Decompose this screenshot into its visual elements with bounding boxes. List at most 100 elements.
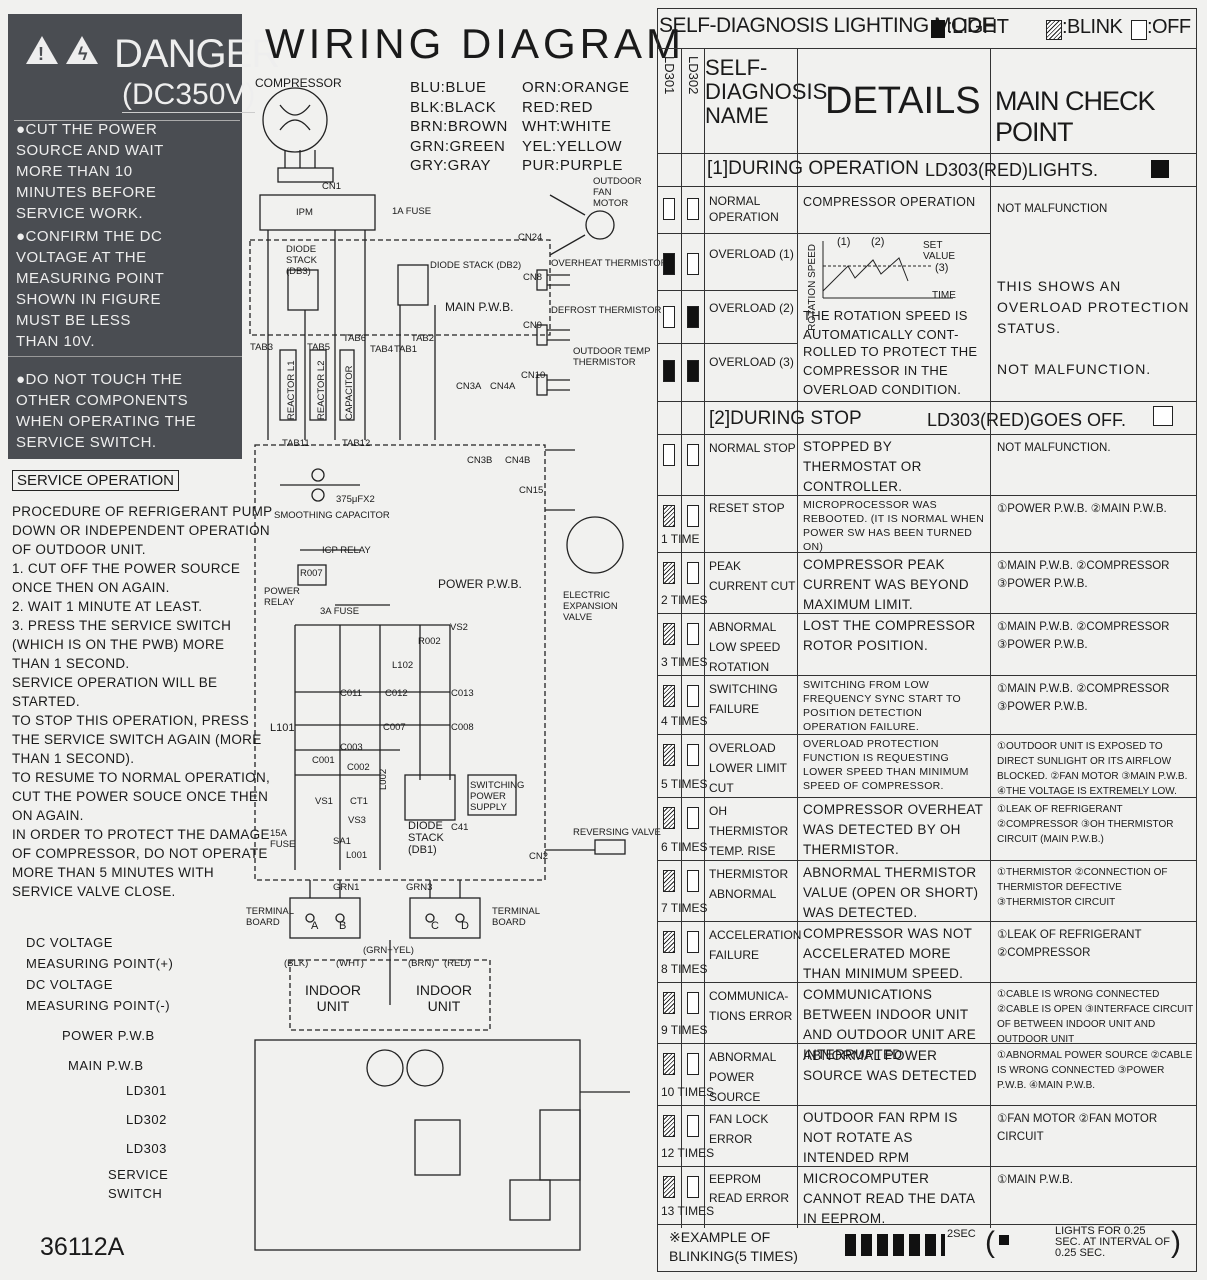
comp-c011: C011 — [340, 688, 363, 699]
stop-row-name: ABNORMAL POWER SOURCE — [709, 1050, 776, 1104]
terminal-board-right — [409, 897, 481, 939]
stop-row-check: ①THERMISTOR ②CONNECTION OF THERMISTOR DE… — [997, 867, 1168, 908]
light-key-icon — [931, 20, 945, 38]
comp-15a-fuse: 15A FUSE — [270, 828, 296, 850]
stop-row-ld301 — [663, 1053, 675, 1075]
defrost-thermistor-label: DEFROST THERMISTOR — [551, 305, 662, 316]
electric-hazard-icon: ϟ — [66, 36, 98, 64]
wire-red: (RED) — [444, 958, 471, 969]
comp-l001: L001 — [346, 850, 368, 861]
ld303-light-icon — [1151, 160, 1169, 178]
op-row2-name: OVERLOAD (1) — [709, 247, 794, 261]
terminal-c: C — [431, 920, 439, 932]
op-row3-check: THIS SHOWS AN OVERLOAD PROTECTION STATUS… — [997, 278, 1190, 336]
graph-mark-2: (2) — [871, 236, 885, 248]
stop-row-detail: MICROCOMPUTER CANNOT READ THE DATA IN EE… — [803, 1171, 975, 1226]
op-row3-ld301 — [663, 306, 675, 328]
stop-row-times: 3 TIMES — [661, 655, 708, 669]
comp-c012: C012 — [385, 688, 408, 699]
reversing-valve-label: REVERSING VALVE — [573, 827, 661, 838]
check-header: MAIN CHECK POINT — [995, 86, 1156, 147]
stop-row-times: 7 TIMES — [661, 901, 708, 915]
op-row4-detail: ROLLED TO PROTECT THE COMPRESSOR IN THE … — [803, 344, 978, 397]
terminal-board-left — [289, 897, 361, 939]
graph-xlabel: TIME — [932, 290, 956, 301]
stop-row-ld302 — [687, 623, 699, 645]
stop-row-ld301 — [663, 444, 675, 466]
ld301-header: LD301 — [662, 56, 677, 95]
stop-row-ld302 — [687, 444, 699, 466]
wiring-schematic — [249, 87, 630, 1251]
stop-row-times: 6 TIMES — [661, 840, 708, 854]
conn-cn10: CN10 — [521, 370, 546, 381]
stop-row-detail: COMPRESSOR PEAK CURRENT WAS BEYOND MAXIM… — [803, 557, 969, 612]
conn-tab4: TAB4 — [370, 344, 394, 355]
comp-grn1: GRN1 — [333, 882, 360, 893]
conn-tab3: TAB3 — [250, 342, 274, 353]
terminal-board-left-label: TERMINAL BOARD — [246, 906, 294, 928]
comp-vs1: VS1 — [315, 796, 333, 807]
op-row3-name: OVERLOAD (2) — [709, 301, 794, 315]
stop-row-ld301 — [663, 870, 675, 892]
conn-cn9: CN9 — [523, 320, 543, 331]
wiring-diagram-title: WIRING DIAGRAM — [265, 20, 685, 67]
op-row1-check: NOT MALFUNCTION — [997, 203, 1108, 215]
comp-c003: C003 — [340, 742, 363, 753]
main-pwb-label: MAIN P.W.B. — [445, 300, 514, 314]
indoor-unit-right-label: INDOOR UNIT — [416, 982, 472, 1014]
off-key-label: :OFF — [1147, 16, 1191, 38]
stop-row-ld302 — [687, 807, 699, 829]
details-header: DETAILS — [825, 80, 981, 122]
label-ld301: LD301 — [126, 1083, 167, 1098]
comp-l101: L101 — [270, 722, 295, 734]
stop-row-times: 5 TIMES — [661, 777, 708, 791]
stop-row-check: ①MAIN P.W.B. ②COMPRESSOR ③POWER P.W.B. — [997, 560, 1170, 590]
stop-row-name: THERMISTOR ABNORMAL — [709, 867, 789, 901]
label-measuring-minus: MEASURING POINT(-) — [26, 998, 171, 1013]
section-during-stop: [2]DURING STOP — [709, 408, 862, 429]
icp-relay-label: ICP RELAY — [322, 545, 371, 556]
comp-c001: C001 — [312, 755, 335, 766]
name-header: SELF-DIAGNOSIS NAME — [705, 55, 828, 128]
comp-vs2: VS2 — [450, 622, 468, 633]
stop-row-check: ①CABLE IS WRONG CONNECTED ②CABLE IS OPEN… — [997, 989, 1194, 1045]
danger-title: DANGER — [114, 32, 280, 76]
stop-row-ld302 — [687, 931, 699, 953]
stop-row-times: 4 TIMES — [661, 714, 708, 728]
graph-mark-1: (1) — [837, 236, 851, 248]
pwb-board-outline — [254, 1039, 581, 1251]
stop-row-times: 1 TIME — [661, 532, 700, 546]
conn-tab2: TAB2 — [411, 333, 435, 344]
stop-row-ld302 — [687, 1115, 699, 1137]
label-service: SERVICE — [108, 1167, 169, 1182]
stop-row-check: ①FAN MOTOR ②FAN MOTOR CIRCUIT — [997, 1113, 1158, 1143]
ld303-off-icon — [1153, 406, 1173, 426]
wire-grn-yel: (GRN+YEL) — [363, 945, 414, 956]
fuse-1a-label: 1A FUSE — [392, 206, 432, 217]
wire-brn: (BRN) — [408, 958, 435, 969]
conn-cn1: CN1 — [322, 181, 342, 192]
op-row1-ld302 — [687, 198, 699, 220]
stop-row-ld302 — [687, 870, 699, 892]
diode-stack-db1-label: DIODE STACK (DB1) — [408, 820, 444, 856]
label-dc-voltage-plus: DC VOLTAGE — [26, 935, 113, 950]
op-row2-ld302 — [687, 253, 699, 275]
comp-c002: C002 — [347, 762, 370, 773]
blink-key-icon — [1046, 20, 1062, 40]
comp-r007: R007 — [300, 568, 323, 579]
wire-blk: (BLK) — [284, 958, 309, 969]
comp-c007: C007 — [383, 722, 406, 733]
stop-row-detail: MICROPROCESSOR WAS REBOOTED. (IT IS NORM… — [803, 499, 985, 553]
capacitor-value-label: 375μFX2 — [336, 494, 375, 505]
service-operation-title: SERVICE OPERATION — [12, 470, 179, 491]
blink-unit-icon — [999, 1235, 1009, 1245]
reactor-l1-label: REACTOR L1 — [286, 360, 297, 420]
stop-row-name: ABNORMAL LOW SPEED ROTATION — [709, 620, 781, 674]
stop-row-ld302 — [687, 992, 699, 1014]
op-row3-ld302 — [687, 306, 699, 328]
terminal-d: D — [461, 920, 469, 932]
wire-wht: (WHT) — [336, 958, 364, 969]
op-row1-name: NORMAL OPERATION — [709, 194, 779, 224]
